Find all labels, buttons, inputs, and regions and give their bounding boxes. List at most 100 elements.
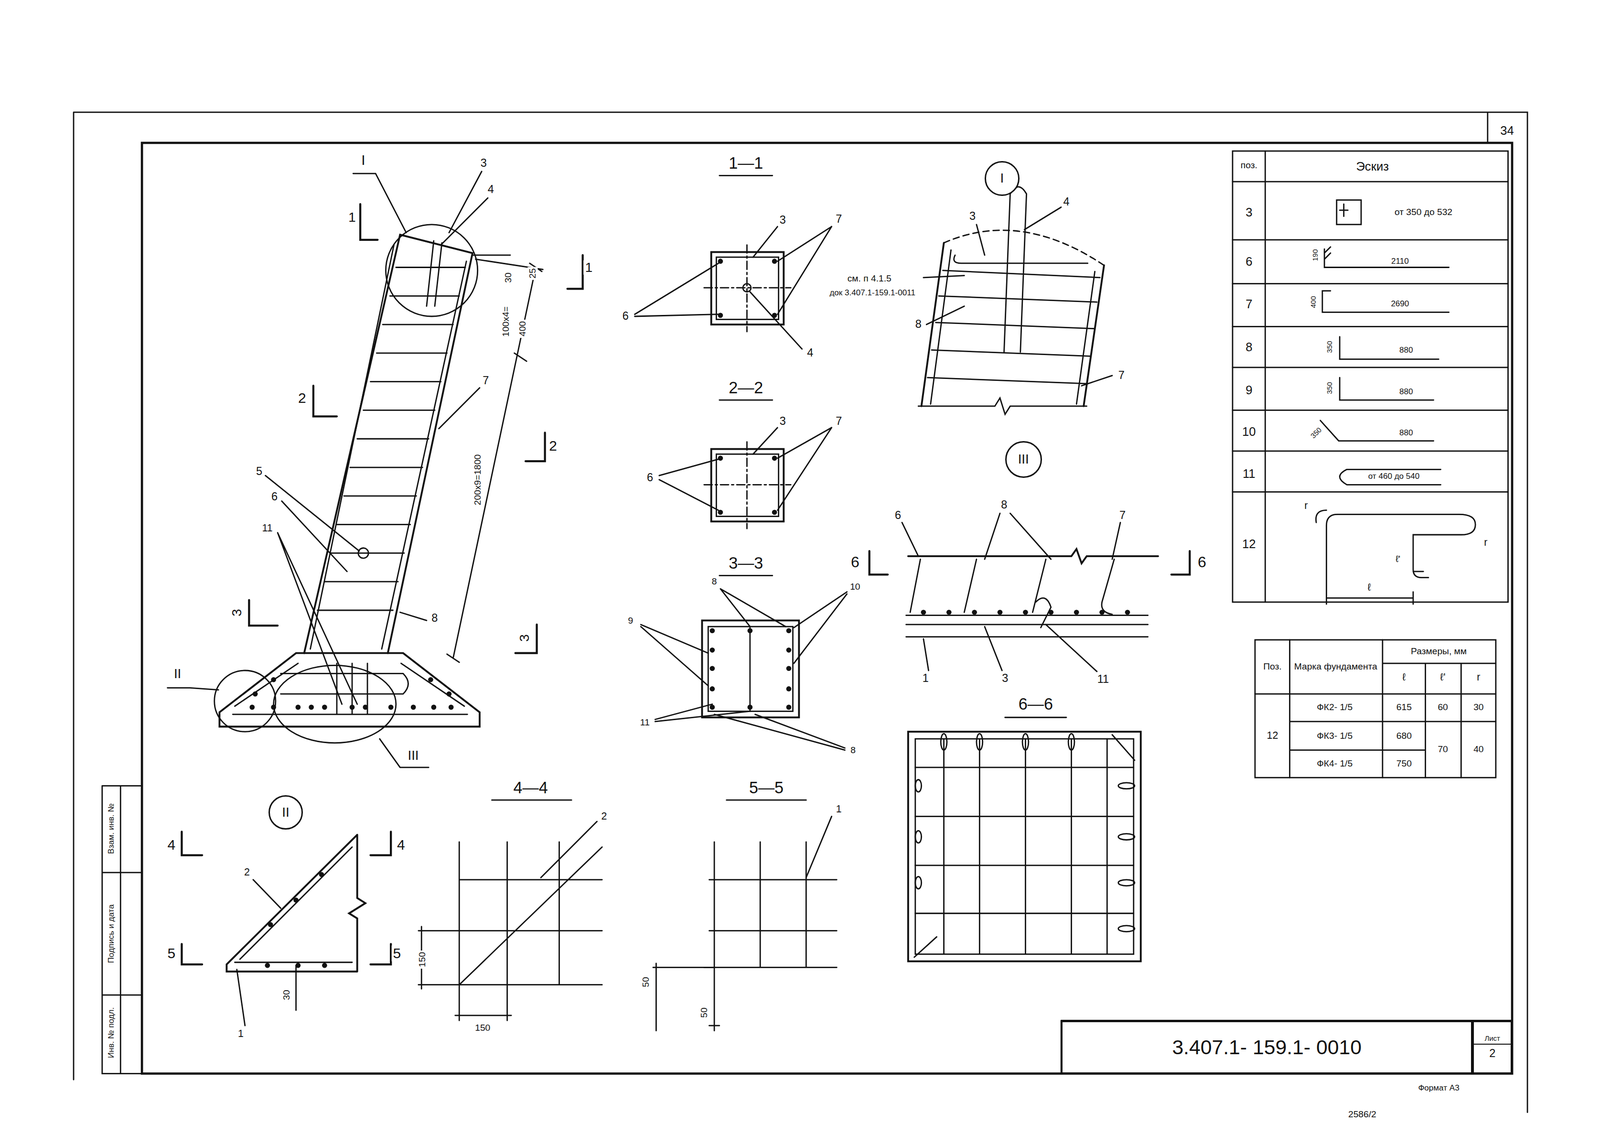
- detail-three-line-line: [1048, 609, 1054, 615]
- column-elevation-line-line: [252, 691, 258, 697]
- detail-two-line: [295, 965, 297, 1010]
- section-views-line: [742, 283, 752, 292]
- section-views-line: [704, 441, 792, 529]
- detail-two-line-line: [319, 871, 325, 878]
- table-cell: 40: [1471, 743, 1485, 754]
- callout-number: 11: [1095, 673, 1111, 687]
- stamp-text: Взам. инв. №: [106, 801, 116, 856]
- node-text: Лист: [1473, 1034, 1511, 1044]
- table-cell: 8: [1244, 340, 1254, 354]
- column-elevation-line-line: [410, 704, 417, 710]
- callout-number: 8: [999, 498, 1009, 512]
- detail-three-line-line: [946, 609, 952, 615]
- detail-marker: II: [268, 794, 304, 830]
- detail-three-line-line: [971, 609, 978, 615]
- roman-numeral: I: [359, 152, 367, 169]
- callout-number: 7: [481, 374, 491, 387]
- detail-three-line-line: [1073, 609, 1080, 615]
- callout-number: 3: [479, 157, 489, 170]
- callout-number: 1: [236, 1028, 246, 1040]
- callout-number: 7: [834, 415, 844, 428]
- column-elevation-line: [379, 738, 430, 768]
- section-views-line-line: [772, 455, 778, 461]
- table-cell: 350: [1308, 424, 1324, 441]
- detail-three-line-line: [1022, 609, 1029, 615]
- section-title: 4—4: [512, 778, 550, 797]
- section-title: 6—6: [1017, 695, 1055, 714]
- table-cell: ℓ': [1394, 554, 1402, 565]
- section-six-line: [915, 738, 1134, 955]
- column-elevation-line: [426, 240, 442, 307]
- section-six-line: [1068, 733, 1075, 750]
- bar-schedule-table-line: [1339, 377, 1434, 400]
- section-six-line: [1118, 782, 1135, 789]
- dimension: 30: [503, 270, 514, 284]
- column-elevation-line: [167, 687, 219, 690]
- table-cell: 880: [1397, 428, 1415, 438]
- detail-three-line-line: [997, 609, 1003, 615]
- section-five-line: [805, 816, 832, 878]
- column-elevation-line: [447, 255, 544, 663]
- table-cell: 680: [1395, 730, 1414, 741]
- detail-three-line: [908, 548, 1159, 564]
- detail-one-line: [921, 242, 1105, 407]
- section-views-line-line: [747, 704, 753, 710]
- column-elevation-line: [219, 653, 480, 727]
- column-elevation-line-line: [431, 704, 437, 710]
- section-five-line: [726, 799, 807, 801]
- column-elevation-line-line: [308, 704, 314, 710]
- detail-two-line: [234, 846, 353, 962]
- callout-number: 11: [638, 717, 652, 728]
- bar-schedule-table: [1232, 150, 1509, 604]
- table-cell: от 350 до 532: [1393, 207, 1454, 218]
- column-elevation-line-line: [249, 704, 255, 710]
- callout-number: 2: [599, 810, 609, 822]
- note-text: см. п 4.1.5: [846, 273, 893, 284]
- callout-number: 6: [849, 553, 861, 571]
- detail-one-line: [918, 397, 1087, 415]
- dimension: 25: [527, 267, 538, 280]
- table-cell: 615: [1395, 702, 1414, 713]
- callout-number: 7: [1116, 369, 1127, 382]
- section-title: 5—5: [747, 778, 785, 797]
- table-cell: r: [1482, 537, 1489, 549]
- section-five-line: [653, 963, 720, 1031]
- dimension: 150: [417, 950, 428, 969]
- callout-number: 1: [921, 672, 931, 685]
- dimension: 200х9=1800: [472, 452, 483, 507]
- section-six-line: [976, 733, 983, 750]
- section-six-line: [1022, 733, 1029, 750]
- dimension: 50: [640, 975, 651, 988]
- section-title: 2—2: [727, 378, 765, 398]
- section-views-line: [708, 626, 793, 711]
- table-cell: 190: [1311, 247, 1320, 263]
- column-elevation-line-line: [322, 704, 328, 710]
- section-views-line: [640, 588, 847, 750]
- callout-number: 8: [848, 744, 858, 755]
- section-six-line: [915, 830, 922, 843]
- column-elevation-line: [304, 234, 473, 654]
- table-cell: 2110: [1389, 256, 1411, 266]
- callout-number: 3: [778, 214, 788, 227]
- node-text: I: [1000, 171, 1005, 186]
- callout-number: 4: [805, 346, 815, 360]
- column-elevation-line-line: [270, 676, 277, 683]
- detail-one-line: [930, 249, 1096, 404]
- detail-two-line-line: [293, 897, 299, 903]
- table-cell: 750: [1395, 758, 1414, 769]
- detail-two: [181, 831, 391, 1026]
- section-views-line-line: [747, 627, 753, 634]
- sheet-frame-line: [73, 112, 1528, 1113]
- section-views-line: [704, 245, 792, 333]
- section-views-line-line: [786, 647, 792, 653]
- section-views-line-line: [786, 704, 792, 710]
- bar-schedule-table-line: [1336, 200, 1362, 225]
- size-table-line: [1255, 639, 1496, 778]
- callout-number: 2: [242, 866, 252, 878]
- column-elevation-line-line: [428, 676, 434, 683]
- section-views: [634, 175, 965, 750]
- callout-number: 7: [1117, 509, 1128, 522]
- section-four-line: [418, 926, 512, 1021]
- column-elevation-line: [248, 204, 583, 654]
- section-views-line: [659, 427, 832, 511]
